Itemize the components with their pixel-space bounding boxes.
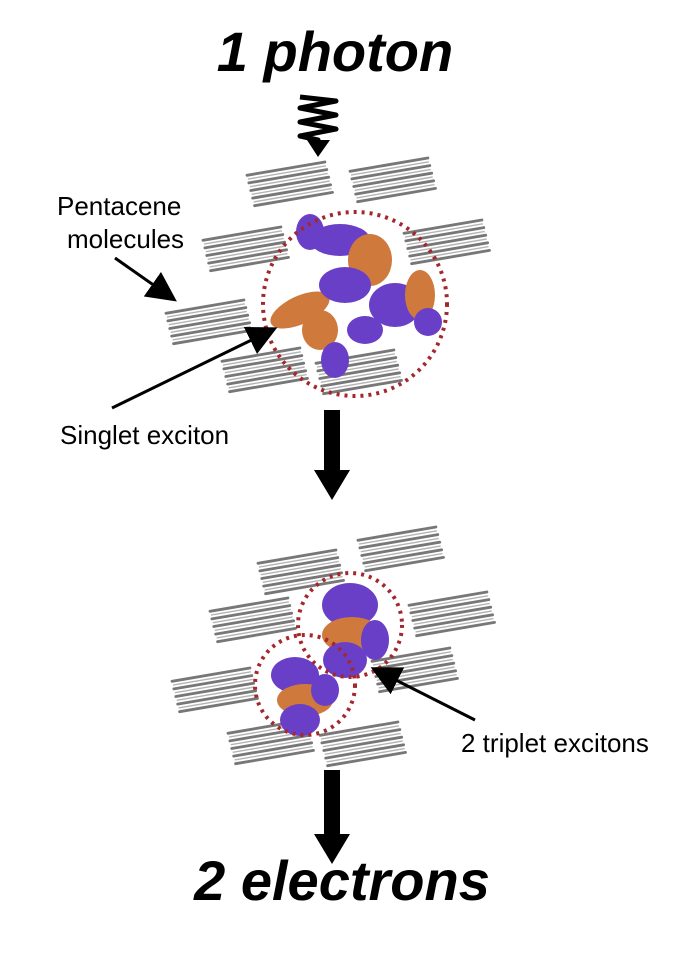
down-arrow-icon [314, 770, 350, 864]
triplet-exciton-orbitals [271, 583, 389, 736]
title-electrons: 2 electrons [193, 849, 490, 912]
singlet-exciton-ring [261, 210, 449, 398]
triplet-pointer-arrow [370, 667, 476, 722]
photon-wave-icon [297, 94, 339, 157]
pentacene-label-line1: Pentacene [57, 191, 181, 221]
pentacene-label-line2: molecules [67, 224, 184, 254]
triplet-exciton-ring-1 [296, 571, 404, 679]
down-arrow-icon [314, 410, 350, 500]
singlet-exciton-orbitals [270, 214, 442, 378]
triplet-excitons-label: 2 triplet excitons [461, 728, 649, 758]
title-photon: 1 photon [217, 20, 453, 83]
pentacene-pointer-arrow [114, 256, 177, 302]
singlet-exciton-label: Singlet exciton [60, 420, 229, 450]
singlet-pointer-arrow [111, 327, 278, 410]
triplet-exciton-ring-2 [253, 633, 357, 737]
